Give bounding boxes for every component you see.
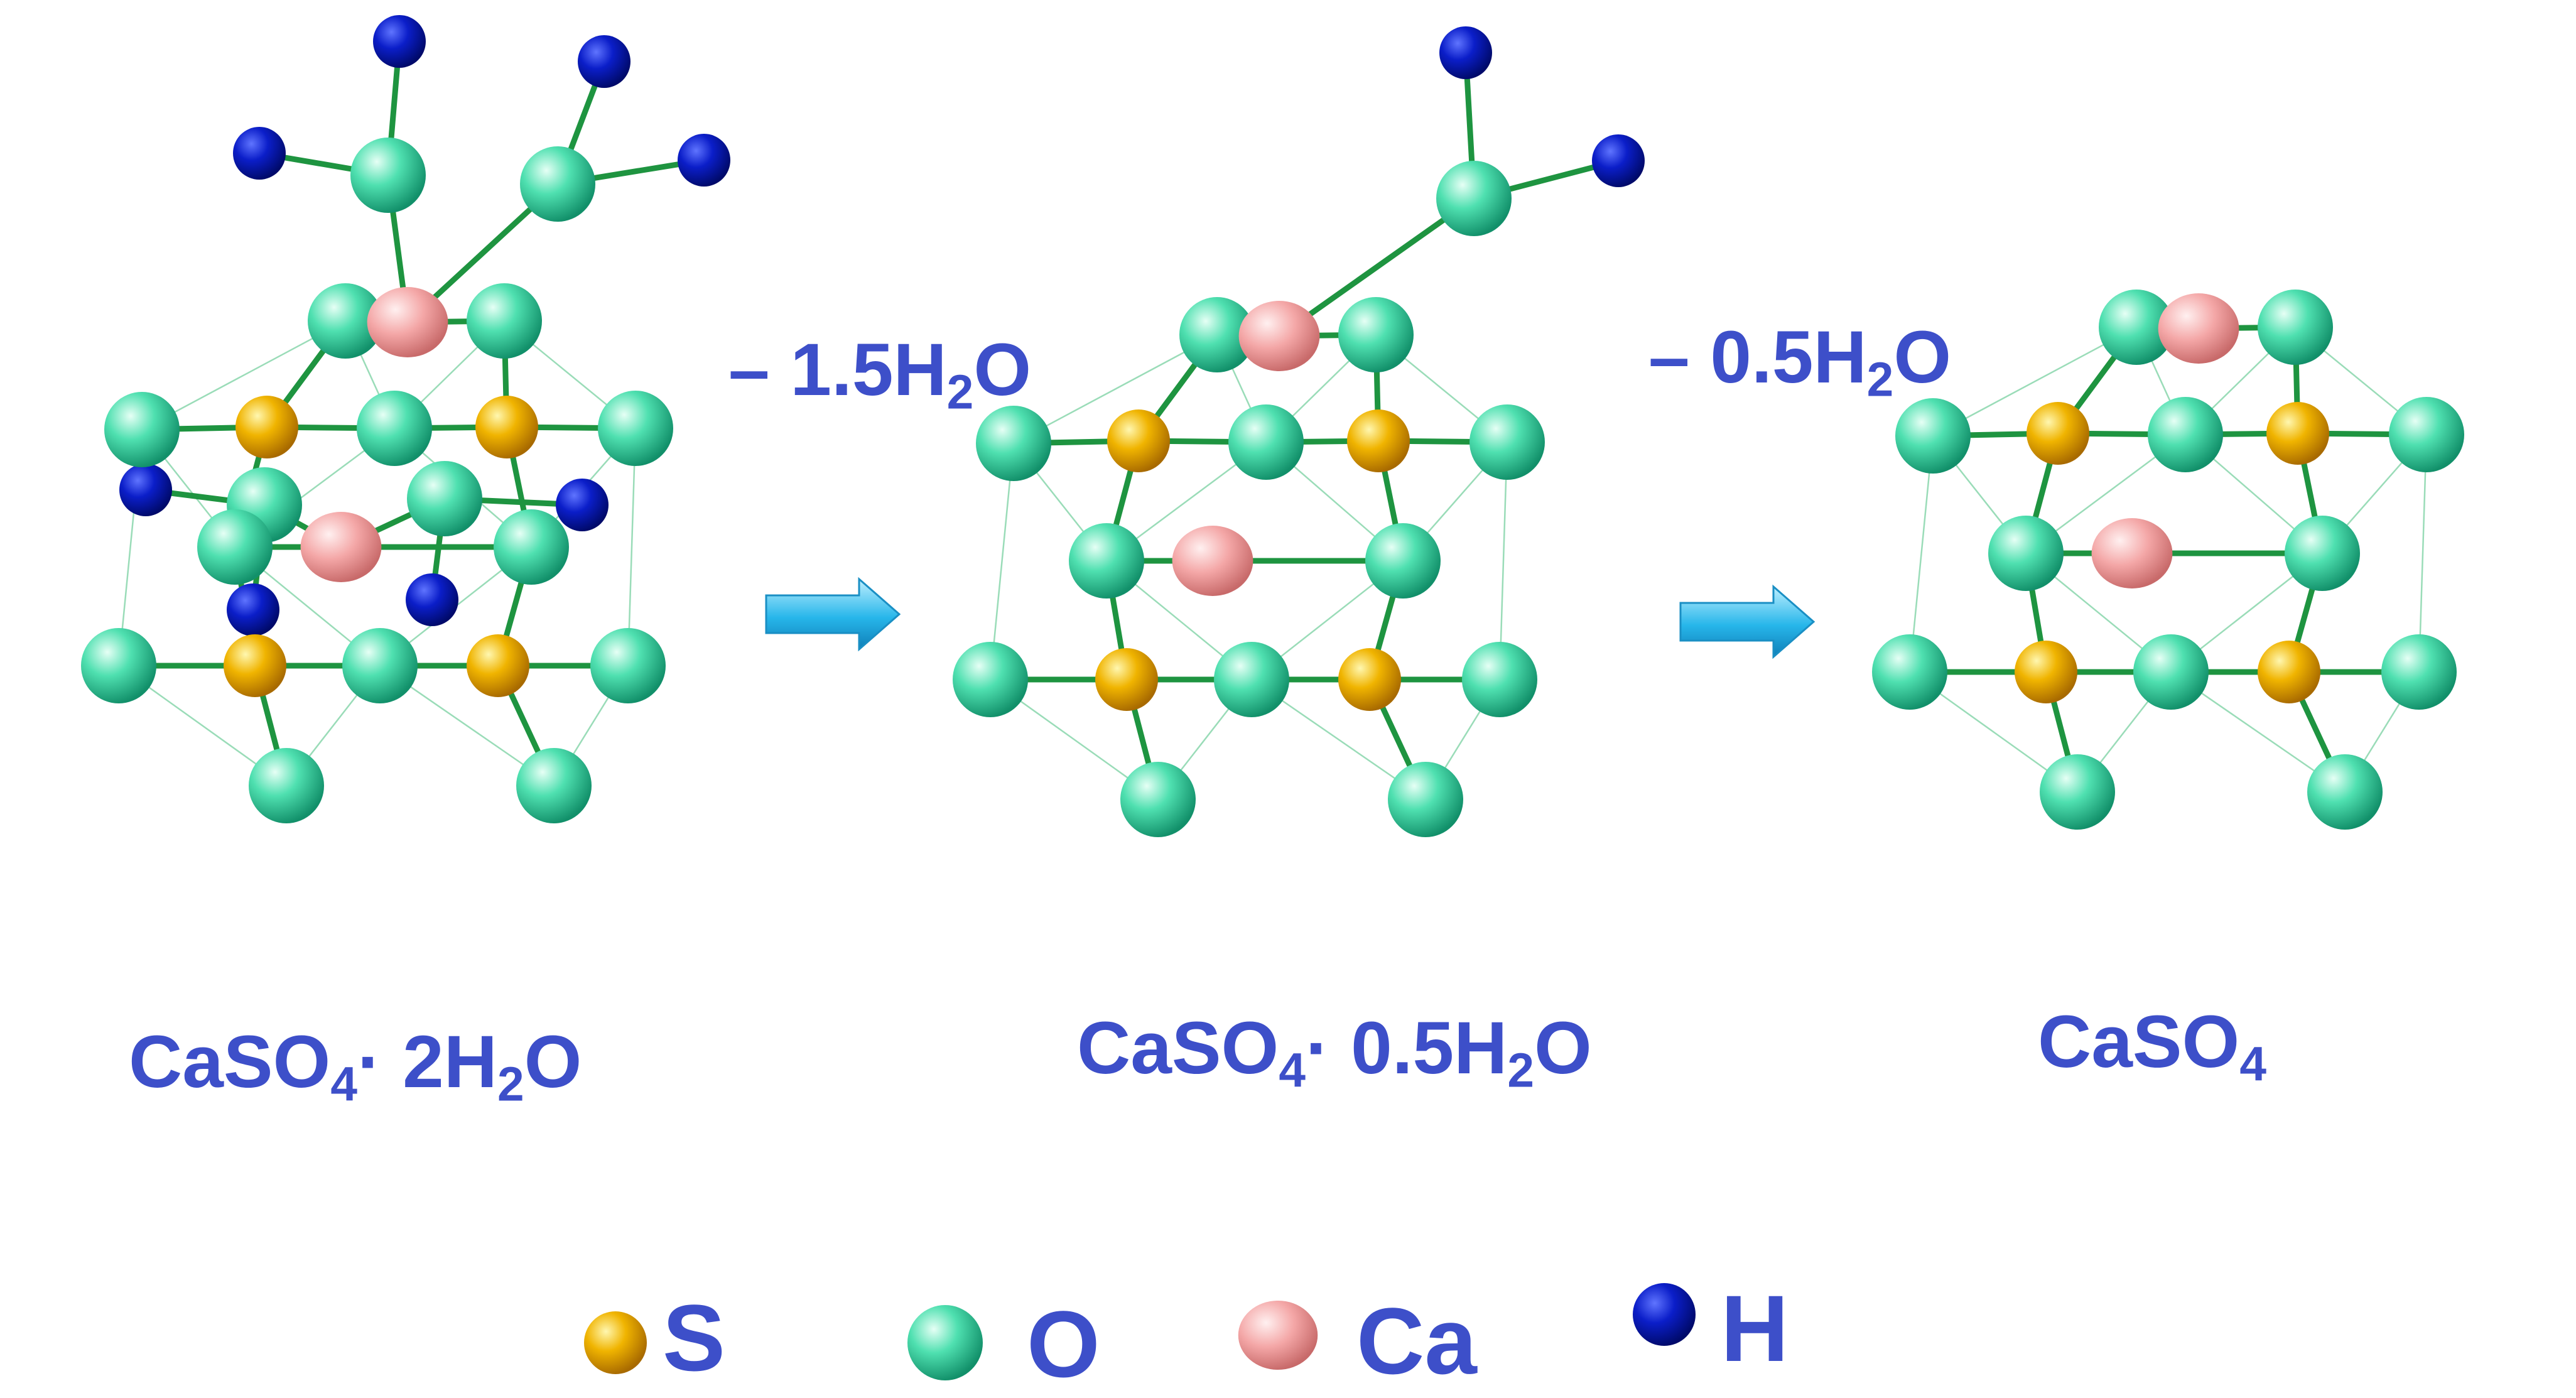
oxygen-atom [1365, 523, 1441, 599]
legend-calcium-atom [1238, 1301, 1318, 1370]
step-label-1: – 1.5H2O [728, 328, 1032, 420]
oxygen-atom [342, 628, 418, 703]
oxygen-atom [2389, 397, 2464, 472]
legend-label-ca: Ca [1356, 1288, 1477, 1394]
oxygen-atom [516, 748, 592, 823]
sulfur-atom [475, 396, 538, 458]
sulfur-atom [1107, 409, 1170, 472]
unit-cell-edge [2418, 434, 2428, 673]
oxygen-atom [953, 642, 1028, 717]
sulfur-atom [2258, 641, 2320, 703]
oxygen-atom [494, 509, 569, 585]
oxygen-atom [350, 138, 426, 213]
hydrogen-atom [578, 35, 630, 88]
oxygen-atom [1338, 297, 1414, 372]
hydrogen-atom [373, 15, 426, 68]
oxygen-atom [1462, 642, 1537, 717]
sulfur-atom [1347, 409, 1410, 472]
hydrogen-atom [233, 127, 286, 180]
oxygen-atom [1872, 634, 1947, 710]
oxygen-atom [2148, 397, 2223, 472]
calcium-atom [2158, 293, 2239, 364]
sulfur-atom [2266, 402, 2329, 465]
bond-line [1276, 195, 1477, 339]
oxygen-atom [467, 283, 542, 359]
sulfur-atom [1095, 648, 1158, 711]
unit-cell-edge [1498, 442, 1508, 680]
legend-oxygen-atom [907, 1305, 983, 1380]
oxygen-atom [197, 509, 273, 585]
unit-cell-edge [141, 320, 346, 431]
sulfur-atom [224, 634, 286, 697]
oxygen-atom [2307, 754, 2383, 830]
oxygen-atom [1069, 523, 1144, 599]
oxygen-atom [81, 628, 156, 703]
hydrogen-atom [406, 573, 458, 626]
formula-dihydrate: CaSO4· 2H2O [129, 1021, 582, 1112]
oxygen-atom [308, 283, 383, 359]
oxygen-atom [407, 461, 482, 536]
oxygen-atom [2258, 290, 2333, 365]
hydrogen-atom [119, 463, 172, 516]
oxygen-atom [2099, 290, 2174, 365]
hydrogen-atom [1592, 134, 1645, 187]
oxygen-atom [2133, 634, 2209, 710]
oxygen-atom [590, 628, 666, 703]
calcium-atom [1238, 301, 1320, 371]
oxygen-atom [520, 146, 595, 222]
unit-cell-edge [989, 443, 1015, 680]
oxygen-atom [1988, 516, 2064, 591]
oxygen-atom [1120, 762, 1196, 837]
step-label-2: – 0.5H2O [1648, 316, 1952, 407]
hydrogen-atom [678, 134, 730, 187]
oxygen-atom [2381, 634, 2457, 710]
calcium-atom [367, 287, 448, 357]
calcium-atom [1172, 526, 1253, 596]
sulfur-atom [467, 634, 529, 697]
calcium-atom [300, 512, 382, 582]
oxygen-atom [104, 392, 180, 467]
oxygen-atom [1388, 762, 1463, 837]
unit-cell-edge [1932, 326, 2137, 437]
formula-anhydrite: CaSO4 [2038, 1000, 2266, 1092]
oxygen-atom [2285, 516, 2360, 591]
right-arrow-icon [1679, 584, 1816, 659]
legend-label-s: S [663, 1285, 726, 1390]
formula-hemihydrate: CaSO4· 0.5H2O [1077, 1007, 1592, 1098]
hydrogen-atom [556, 479, 609, 531]
oxygen-atom [1469, 404, 1545, 480]
oxygen-atom [249, 748, 324, 823]
legend-sulfur-atom [584, 1311, 647, 1374]
unit-cell-edge [1013, 333, 1218, 445]
legend-hydrogen-atom [1633, 1283, 1696, 1346]
sulfur-atom [1338, 648, 1401, 711]
right-arrow-icon [765, 577, 901, 652]
legend-label-o: O [1027, 1291, 1100, 1397]
hydrogen-atom [227, 583, 279, 636]
hydrogen-atom [1439, 26, 1492, 79]
oxygen-atom [1214, 642, 1289, 717]
oxygen-atom [1895, 398, 1971, 474]
sulfur-atom [2015, 641, 2077, 703]
sulfur-atom [235, 396, 298, 458]
oxygen-atom [976, 406, 1051, 481]
oxygen-atom [598, 391, 673, 466]
oxygen-atom [1228, 404, 1304, 480]
oxygen-atom [1436, 161, 1512, 236]
oxygen-atom [2040, 754, 2115, 830]
sulfur-atom [2027, 402, 2089, 465]
oxygen-atom [357, 391, 432, 466]
oxygen-atom [1179, 297, 1255, 372]
calcium-atom [2091, 518, 2173, 588]
legend-label-h: H [1721, 1276, 1789, 1381]
unit-cell-edge [627, 428, 637, 666]
unit-cell-edge [1908, 435, 1934, 673]
